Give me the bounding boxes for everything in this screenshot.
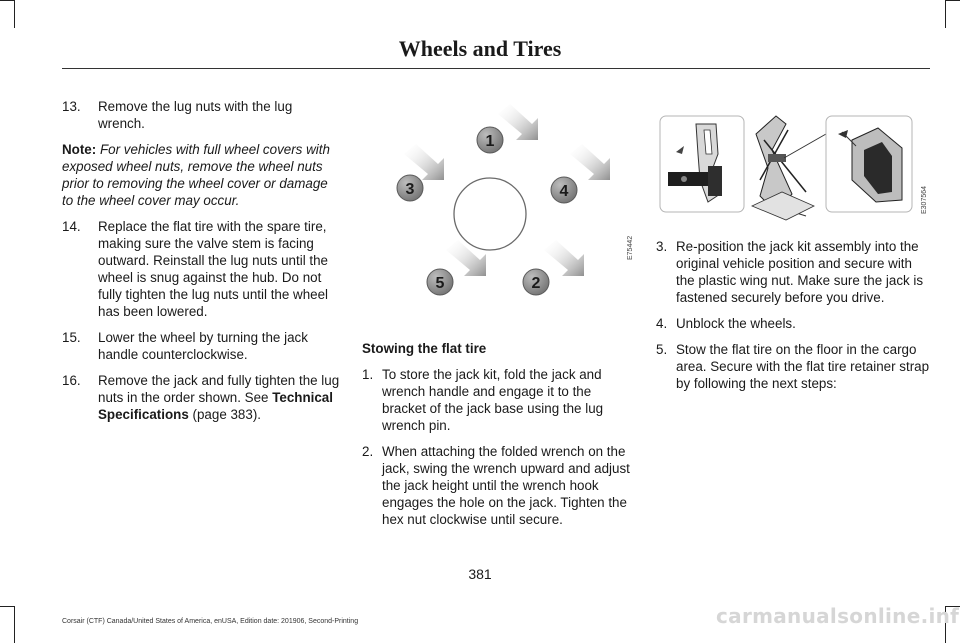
step-2: 2. When attaching the folded wrench on t… bbox=[362, 443, 634, 528]
crop-mark bbox=[0, 606, 14, 607]
badge-3 bbox=[396, 174, 424, 202]
crop-mark bbox=[946, 606, 960, 607]
step-number: 14. bbox=[62, 219, 81, 234]
step-14: 14. Replace the flat tire with the spare… bbox=[62, 218, 340, 320]
step-16: 16. Remove the jack and fully tighten th… bbox=[62, 372, 340, 423]
label-2: 2 bbox=[532, 275, 541, 292]
step-number: 1. bbox=[362, 367, 374, 382]
step-text: To store the jack kit, fold the jack and… bbox=[382, 367, 604, 433]
badge-4 bbox=[550, 176, 578, 204]
note-label: Note: bbox=[62, 142, 97, 157]
arrow-3: 3 bbox=[396, 144, 444, 202]
arrow-2: 2 bbox=[522, 240, 584, 296]
step-text: Re-position the jack kit assembly into t… bbox=[676, 239, 924, 305]
arrow-5: 5 bbox=[426, 240, 486, 296]
step-text: Remove the jack and fully tighten the lu… bbox=[98, 372, 340, 423]
step-text: When attaching the folded wrench on the … bbox=[382, 444, 630, 527]
arrow-1: 1 bbox=[476, 104, 538, 154]
step-text: Lower the wheel by turning the jack hand… bbox=[98, 330, 308, 362]
step-text: Stow the flat tire on the floor in the c… bbox=[676, 342, 930, 391]
header-rule bbox=[62, 68, 930, 69]
step-text: Replace the flat tire with the spare tir… bbox=[98, 219, 329, 319]
step-number: 3. bbox=[656, 239, 668, 254]
crop-mark bbox=[945, 0, 960, 1]
figure-code: E307564 bbox=[921, 186, 928, 214]
crop-mark bbox=[945, 606, 946, 643]
section-heading: Stowing the flat tire bbox=[362, 341, 487, 356]
arrow-4: 4 bbox=[550, 144, 610, 204]
page-title: Wheels and Tires bbox=[398, 36, 562, 61]
crop-mark bbox=[14, 606, 15, 643]
step-text: Unblock the wheels. bbox=[676, 316, 796, 331]
step-number: 4. bbox=[656, 316, 668, 331]
step-number: 16. bbox=[62, 373, 81, 388]
figure-code: E75442 bbox=[627, 236, 634, 260]
note-text: For vehicles with full wheel covers with… bbox=[62, 142, 330, 208]
step-text-a: Remove the jack and fully tighten the lu… bbox=[98, 373, 340, 405]
step-5: 5. Stow the flat tire on the floor in th… bbox=[656, 341, 930, 392]
step-number: 2. bbox=[362, 444, 374, 459]
step-text-b: (page 383). bbox=[188, 407, 262, 422]
step-3: 3. Re-position the jack kit assembly int… bbox=[656, 238, 930, 306]
crop-mark bbox=[14, 0, 15, 28]
technical-specifications-link[interactable]: Technical Specifications bbox=[98, 390, 333, 422]
step-number: 5. bbox=[656, 342, 668, 357]
step-15: 15. Lower the wheel by turning the jack … bbox=[62, 329, 340, 363]
label-1: 1 bbox=[486, 133, 495, 150]
step-number: 13. bbox=[62, 99, 81, 114]
badge-1 bbox=[476, 126, 504, 154]
badge-5 bbox=[426, 268, 454, 296]
label-4: 4 bbox=[560, 183, 569, 200]
step-13: 13. Remove the lug nuts with the lug wre… bbox=[62, 98, 340, 132]
right-column: 3. Re-position the jack kit assembly int… bbox=[656, 238, 930, 401]
step-text: Remove the lug nuts with the lug wrench. bbox=[98, 99, 293, 131]
crop-mark bbox=[0, 0, 14, 1]
middle-column: Stowing the flat tire 1. To store the ja… bbox=[362, 340, 634, 537]
page-number: 381 bbox=[468, 566, 492, 582]
lug-nut-sequence-figure: 1 3 4 5 2 E75442 bbox=[396, 104, 634, 296]
jack-kit-figure: E307564 bbox=[659, 115, 928, 221]
note: Note: For vehicles with full wheel cover… bbox=[62, 141, 340, 209]
watermark: carmanualsonline.info bbox=[716, 604, 960, 628]
left-column: 13. Remove the lug nuts with the lug wre… bbox=[62, 98, 340, 432]
edition-line: Corsair (CTF) Canada/United States of Am… bbox=[62, 618, 359, 625]
label-5: 5 bbox=[436, 275, 445, 292]
label-3: 3 bbox=[406, 181, 415, 198]
step-4: 4. Unblock the wheels. bbox=[656, 315, 930, 332]
crop-mark bbox=[945, 0, 946, 28]
step-1: 1. To store the jack kit, fold the jack … bbox=[362, 366, 634, 434]
wheel-hub-circle bbox=[453, 177, 527, 251]
badge-2 bbox=[522, 268, 550, 296]
scissor-jack bbox=[751, 115, 827, 221]
step-number: 15. bbox=[62, 330, 81, 345]
